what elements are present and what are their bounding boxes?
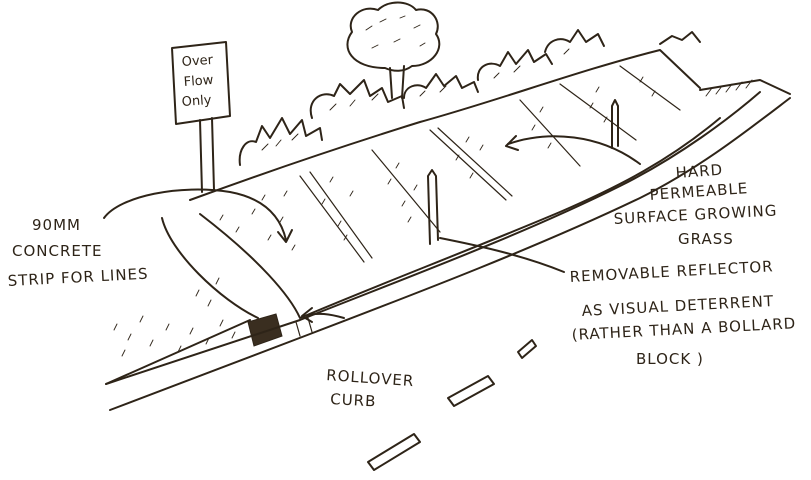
sign-line-3: Only bbox=[181, 93, 212, 110]
leader-arrows bbox=[103, 135, 641, 323]
rollover-curb bbox=[105, 79, 791, 411]
label-concrete-line-1: 90MM bbox=[32, 216, 81, 234]
label-surface: HARD PERMEABLE SURFACE GROWING GRASS bbox=[613, 161, 778, 248]
sign-line-2: Flow bbox=[183, 73, 214, 90]
label-surface-line-2: PERMEABLE bbox=[649, 179, 749, 204]
label-concrete-strip: 90MM CONCRETE STRIP FOR LINES bbox=[7, 216, 149, 290]
label-concrete-line-3: STRIP FOR LINES bbox=[7, 265, 149, 290]
label-curb-line-1: ROLLOVER bbox=[326, 366, 415, 390]
label-curb-line-2: CURB bbox=[330, 390, 377, 410]
label-reflector: REMOVABLE REFLECTOR AS VISUAL DETERRENT … bbox=[569, 257, 796, 368]
label-surface-line-4: GRASS bbox=[678, 230, 734, 248]
label-surface-line-3: SURFACE GROWING bbox=[613, 201, 778, 228]
road-markings bbox=[367, 339, 537, 471]
grass-verge bbox=[105, 217, 283, 385]
shrubs bbox=[238, 29, 701, 166]
label-surface-line-1: HARD bbox=[675, 161, 724, 182]
label-reflector-line-2: AS VISUAL DETERRENT bbox=[581, 292, 774, 320]
sign-line-1: Over bbox=[181, 53, 214, 70]
overflow-sign: Over Flow Only bbox=[171, 41, 231, 193]
label-curb: ROLLOVER CURB bbox=[326, 366, 415, 410]
label-reflector-line-4: BLOCK ) bbox=[636, 350, 704, 368]
label-concrete-line-2: CONCRETE bbox=[12, 242, 103, 260]
label-reflector-line-1: REMOVABLE REFLECTOR bbox=[569, 257, 774, 286]
tree bbox=[346, 1, 441, 99]
removable-reflectors bbox=[427, 99, 619, 245]
